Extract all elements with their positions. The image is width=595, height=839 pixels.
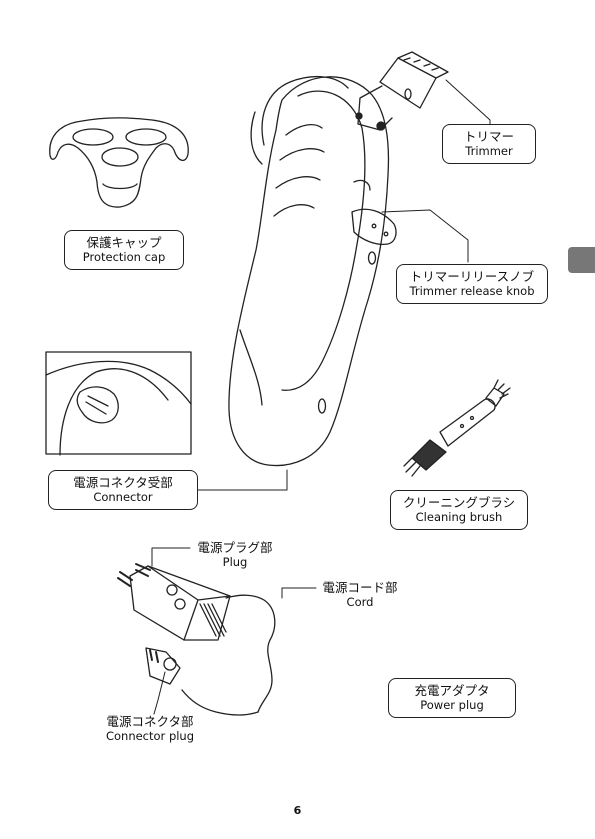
leader-lines xyxy=(151,79,491,715)
trimmer-release-knob-label: トリマーリリースノブ Trimmer release knob xyxy=(396,264,548,304)
trimmer-label-jp: トリマー xyxy=(463,129,514,144)
power-plug-label-jp: 充電アダプタ xyxy=(414,683,490,698)
connector-label-jp: 電源コネクタ受部 xyxy=(73,475,173,490)
connector-inset xyxy=(45,351,192,456)
cleaning-brush-label: クリーニングブラシ Cleaning brush xyxy=(390,490,528,530)
power-plug-label: 充電アダプタ Power plug xyxy=(388,678,516,718)
protection-cap-label-en: Protection cap xyxy=(82,250,166,264)
trimmer-release-knob-label-jp: トリマーリリースノブ xyxy=(409,269,535,284)
page-number: 6 xyxy=(293,804,302,817)
plug-label-jp: 電源プラグ部 xyxy=(197,540,273,555)
protection-cap-label: 保護キャップ Protection cap xyxy=(64,230,184,270)
section-tab xyxy=(568,247,595,273)
connector-plug-label-jp: 電源コネクタ部 xyxy=(106,714,194,729)
trimmer-label: トリマー Trimmer xyxy=(442,124,536,164)
plug-label: 電源プラグ部 Plug xyxy=(190,540,280,570)
connector-plug-label: 電源コネクタ部 Connector plug xyxy=(98,714,202,744)
cord-label: 電源コード部 Cord xyxy=(318,580,402,610)
connector-label-en: Connector xyxy=(93,490,153,504)
cord-label-en: Cord xyxy=(346,595,374,609)
power-plug-label-en: Power plug xyxy=(420,698,484,712)
protection-cap-label-jp: 保護キャップ xyxy=(86,235,162,250)
cord-label-jp: 電源コード部 xyxy=(322,580,398,595)
protection-cap-illustration xyxy=(49,117,189,208)
cleaning-brush-label-en: Cleaning brush xyxy=(415,510,503,524)
trimmer-label-en: Trimmer xyxy=(465,144,513,158)
power-plug-illustration xyxy=(117,563,276,716)
plug-label-en: Plug xyxy=(222,555,248,569)
connector-label: 電源コネクタ受部 Connector xyxy=(48,470,198,510)
connector-plug-label-en: Connector plug xyxy=(105,729,195,743)
shaver-illustration xyxy=(228,51,449,467)
cleaning-brush-label-jp: クリーニングブラシ xyxy=(402,495,516,510)
cleaning-brush-illustration xyxy=(403,379,511,477)
trimmer-release-knob-label-en: Trimmer release knob xyxy=(409,284,535,298)
